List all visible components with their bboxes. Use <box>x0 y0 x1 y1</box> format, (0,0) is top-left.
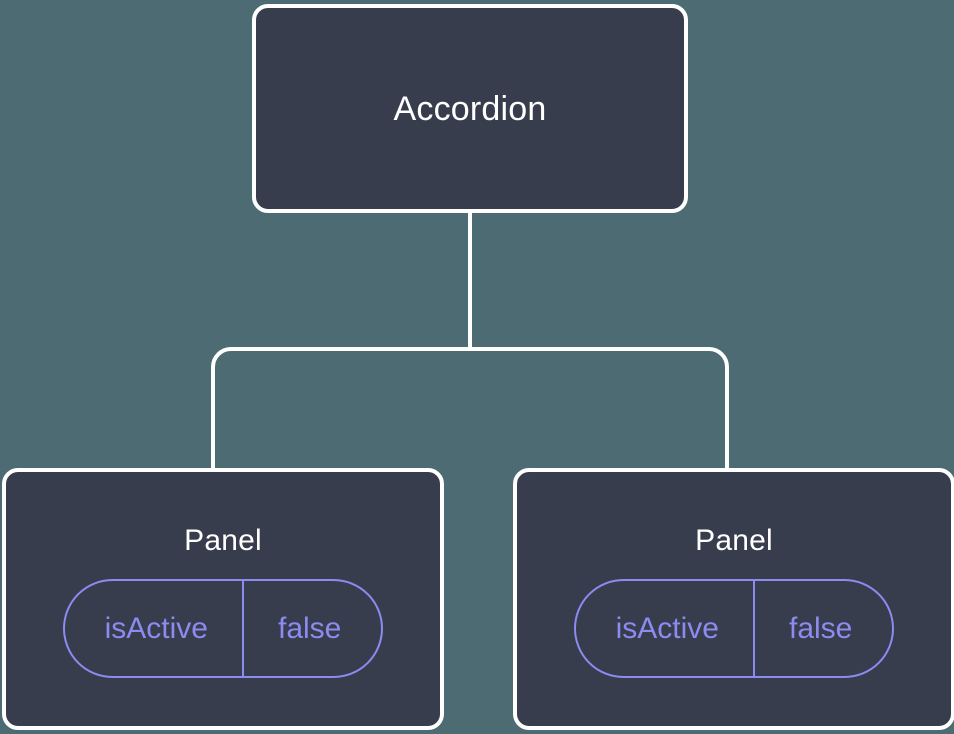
prop-list: isActive false <box>62 579 384 678</box>
edge-branch-left <box>211 347 470 470</box>
edge-branch-right <box>470 347 729 470</box>
prop-pill-isactive[interactable]: isActive false <box>62 579 384 678</box>
prop-value: false <box>277 611 342 645</box>
prop-key: isActive <box>65 581 244 676</box>
node-title: Panel <box>695 524 773 557</box>
node-title: Accordion <box>393 89 547 128</box>
prop-value: false <box>788 611 853 645</box>
prop-list: isActive false <box>573 579 895 678</box>
node-panel-2[interactable]: Panel isActive false <box>513 468 954 730</box>
prop-key: isActive <box>576 581 755 676</box>
node-accordion[interactable]: Accordion <box>252 4 688 213</box>
node-panel-1[interactable]: Panel isActive false <box>2 468 444 730</box>
prop-pill-isactive[interactable]: isActive false <box>573 579 895 678</box>
node-title: Panel <box>184 524 262 557</box>
